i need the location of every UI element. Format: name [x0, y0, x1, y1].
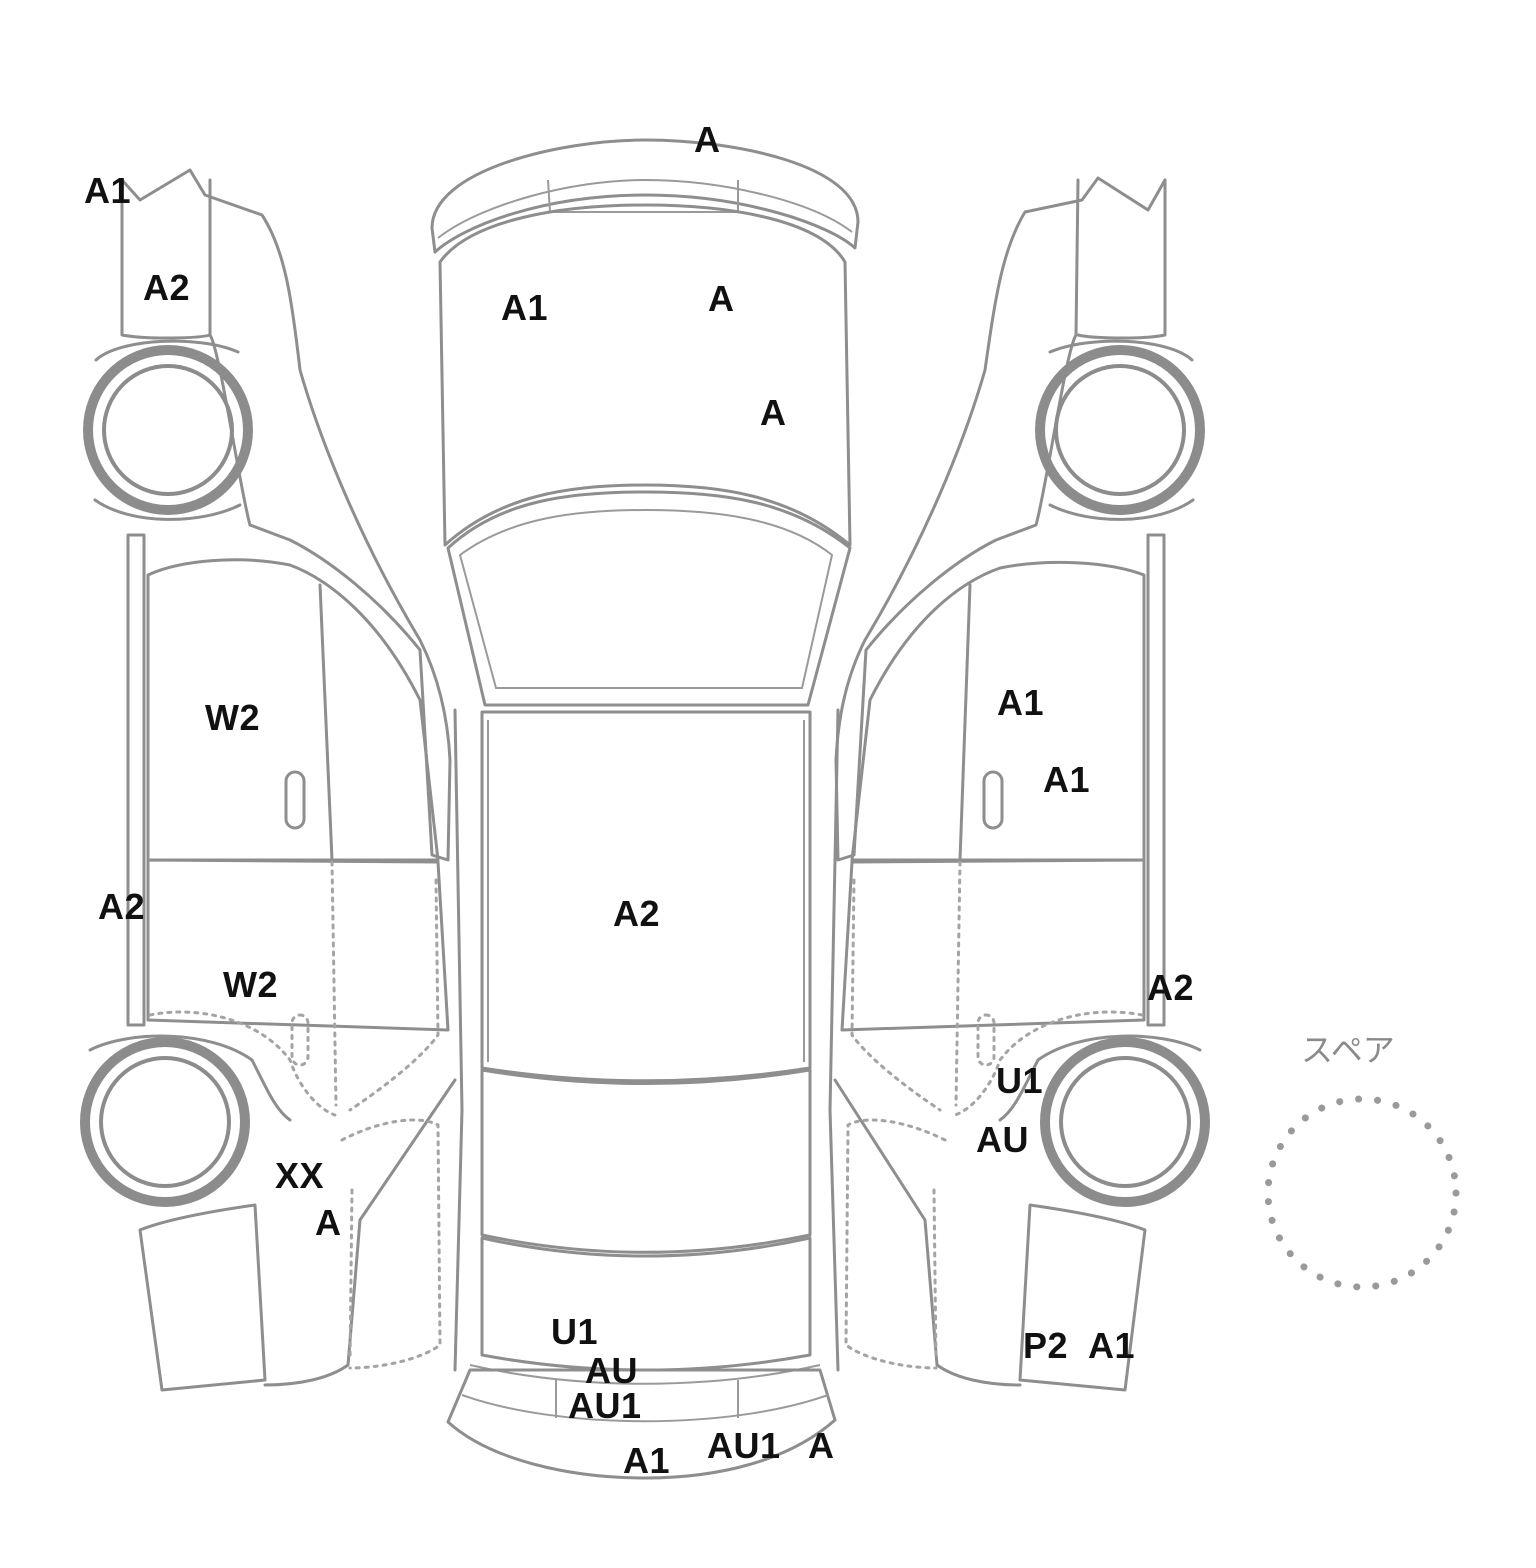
- car-top-view: [430, 138, 860, 1480]
- damage-mark-left-rear-door: W2: [223, 964, 278, 1005]
- roof: [480, 710, 812, 1083]
- damage-mark-rear-panel: AU1: [568, 1385, 642, 1426]
- damage-mark-hood-right: A: [760, 392, 787, 433]
- right-rear-quarter: [1018, 1203, 1147, 1392]
- left-front-door: [146, 558, 440, 862]
- hood: [438, 203, 852, 547]
- damage-mark-rear-bumper-left: A1: [623, 1440, 671, 1481]
- car-left-side-view: [80, 168, 457, 1392]
- left-rear-quarter: [138, 1203, 267, 1392]
- right-front-tire: [1035, 345, 1205, 515]
- damage-mark-left-rear-quarter-xx: XX: [275, 1155, 325, 1196]
- damage-mark-hood-left: A1: [501, 287, 549, 328]
- damage-mark-left-front-door: W2: [205, 697, 260, 738]
- right-front-fender: [834, 176, 1167, 862]
- left-rear-door: [146, 858, 450, 1032]
- trunk: [480, 1236, 812, 1372]
- damage-mark-rear-bumper-center: AU1: [707, 1425, 781, 1466]
- damage-mark-front-bumper: A: [694, 119, 721, 160]
- damage-mark-roof: A2: [613, 893, 661, 934]
- right-rear-door: [840, 858, 1146, 1032]
- spare-tire-label: スペア: [1301, 1031, 1395, 1069]
- right-rear-tire: [1040, 1037, 1210, 1207]
- spare-tire: [1264, 1095, 1460, 1291]
- damage-mark-right-front-door-upper: A1: [997, 682, 1045, 723]
- damage-mark-right-rear-fender: AU: [976, 1119, 1029, 1160]
- damage-mark-rear-bumper-right: A: [808, 1425, 835, 1466]
- damage-mark-right-rear-wheel-arch: U1: [996, 1060, 1044, 1101]
- left-front-door-handle: [284, 770, 306, 830]
- damage-mark-left-front-fender: A2: [143, 267, 191, 308]
- left-front-fender: [120, 168, 452, 862]
- left-front-tire: [83, 345, 253, 515]
- left-side-sill: [126, 533, 146, 1027]
- right-side-sill: [1146, 533, 1166, 1027]
- damage-mark-right-front-door-lower: A1: [1043, 759, 1091, 800]
- damage-mark-trunk: U1: [551, 1311, 599, 1352]
- damage-mark-left-front-corner: A1: [84, 170, 132, 211]
- damage-mark-right-rear-quarter-a1: A1: [1088, 1325, 1136, 1366]
- damage-mark-right-rear-quarter-p2: P2: [1023, 1325, 1069, 1366]
- car-right-side-view: [833, 176, 1210, 1392]
- right-front-door-handle: [982, 770, 1004, 830]
- rear-bumper: [446, 1368, 837, 1480]
- damage-mark-trunk-lower: AU: [585, 1350, 638, 1391]
- front-bumper: [430, 138, 860, 254]
- damage-mark-left-rear-quarter: A: [315, 1202, 342, 1243]
- rear-window: [480, 1068, 812, 1254]
- damage-mark-right-sill: A2: [1147, 967, 1195, 1008]
- damage-mark-left-sill: A2: [98, 886, 146, 927]
- damage-mark-hood-center: A: [708, 278, 735, 319]
- right-front-door: [850, 560, 1146, 862]
- windshield: [446, 490, 852, 707]
- left-rear-tire: [80, 1037, 250, 1207]
